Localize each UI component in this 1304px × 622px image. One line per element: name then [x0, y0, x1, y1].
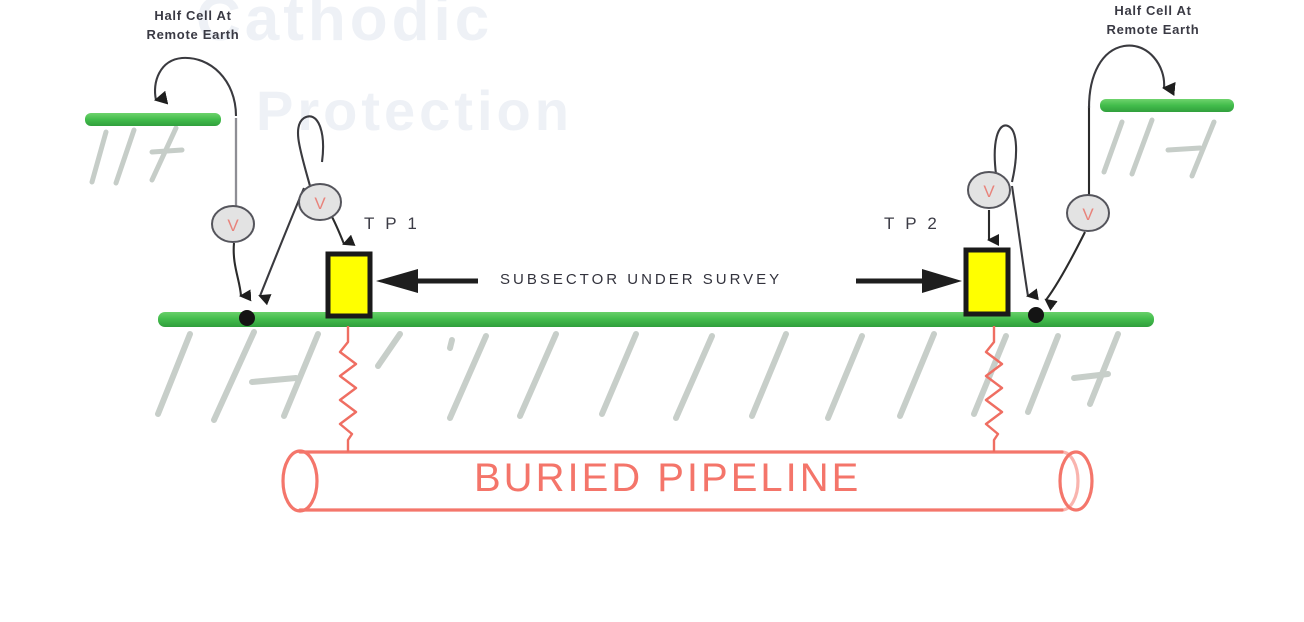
wire-right-halfcell-to-remote-earth: [1087, 44, 1176, 109]
remote-earth-bar-right: [1100, 99, 1234, 112]
subsector-arrow-left: [376, 269, 478, 293]
main-ground-line: [158, 312, 1154, 327]
watermark-artifact-top: Cathodic: [196, 0, 494, 54]
soil-hatch-main: [155, 329, 1121, 423]
ground-contact-dot-right: [1028, 307, 1044, 323]
ground-contact-dot-left: [239, 310, 255, 326]
subsector-arrow-right: [856, 269, 962, 293]
label-buried-pipeline: BURIED PIPELINE: [474, 456, 862, 500]
voltmeter-2-symbol: V: [314, 194, 326, 213]
wire-right-vm4-to-ground: [1044, 231, 1086, 311]
voltmeter-3-symbol: V: [983, 182, 995, 201]
soil-hatch-left-remote: [89, 125, 185, 186]
voltmeter-1[interactable]: V: [211, 205, 255, 243]
test-post-1[interactable]: [325, 251, 373, 319]
soil-hatch-right-remote: [1101, 117, 1217, 179]
label-test-post-2: T P 2: [884, 214, 941, 233]
bond-wire-right: [984, 326, 1004, 452]
buried-pipeline: [281, 449, 1094, 513]
voltmeter-3[interactable]: V: [967, 171, 1011, 209]
wire-left-halfcell-to-remote-earth: [154, 56, 238, 117]
watermark-artifact-mid: Protection: [256, 79, 573, 142]
test-post-2[interactable]: [963, 247, 1011, 317]
voltmeter-4[interactable]: V: [1066, 194, 1110, 232]
remote-earth-bar-left: [85, 113, 221, 126]
bond-wire-left: [338, 326, 358, 452]
label-subsector-under-survey: SUBSECTOR UNDER SURVEY: [500, 271, 783, 288]
voltmeter-4-symbol: V: [1082, 205, 1094, 224]
wire-right-vm3-arc: [993, 124, 1039, 301]
voltmeter-2[interactable]: V: [298, 183, 342, 221]
label-test-post-1: T P 1: [364, 214, 421, 233]
voltmeter-1-symbol: V: [227, 216, 239, 235]
wire-left-vm1-to-ground: [232, 242, 252, 302]
